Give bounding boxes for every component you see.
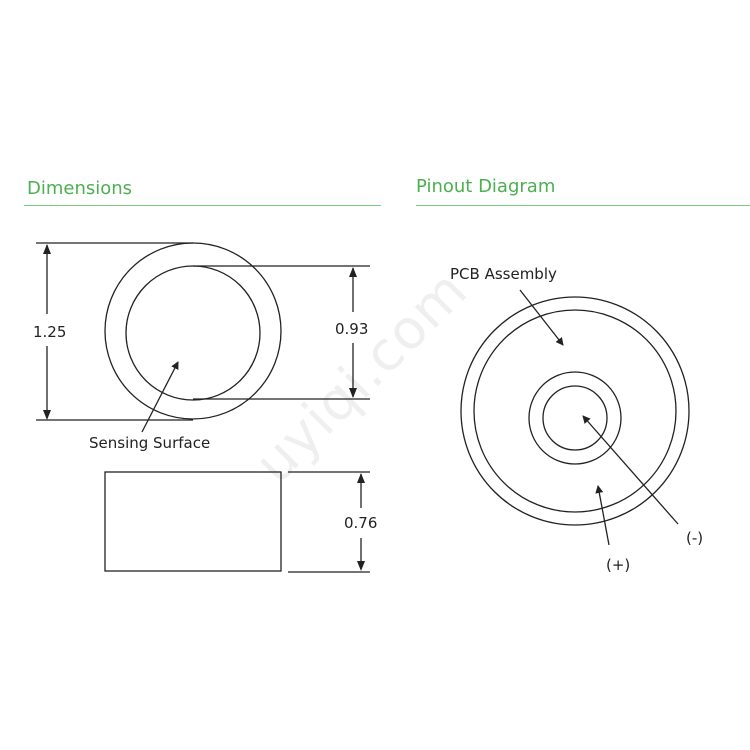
sensing-surface-leader xyxy=(141,361,179,433)
height-label: 0.76 xyxy=(344,514,377,532)
sensing-surface-label: Sensing Surface xyxy=(89,434,210,452)
pinout-title: Pinout Diagram xyxy=(416,176,556,197)
pinout-outer-circle xyxy=(460,296,690,526)
arrowhead-0-93-bottom xyxy=(349,388,357,398)
dimensions-divider xyxy=(24,205,381,206)
pcb-assembly-leader xyxy=(519,289,564,346)
outer-diameter-label: 1.25 xyxy=(33,323,66,341)
pinout-view xyxy=(460,289,690,546)
dimensions-side-view xyxy=(104,471,370,573)
pinout-positive-ring xyxy=(528,371,622,465)
arrowhead-0-93-top xyxy=(349,267,357,277)
negative-leader xyxy=(582,415,679,525)
positive-leader xyxy=(595,485,610,546)
outer-circle xyxy=(104,242,282,420)
positive-terminal-label: (+) xyxy=(606,556,630,574)
dimensions-title: Dimensions xyxy=(27,178,133,199)
inner-diameter-label: 0.93 xyxy=(335,320,368,338)
pcb-assembly-label: PCB Assembly xyxy=(450,265,557,283)
side-view-body xyxy=(104,471,282,572)
inner-circle xyxy=(125,265,261,401)
arrowhead-1-25-bottom xyxy=(43,410,51,420)
negative-terminal-label: (-) xyxy=(686,529,703,547)
pinout-divider xyxy=(416,205,750,206)
dimension-arrowheads xyxy=(43,244,365,571)
dimensions-top-view xyxy=(36,242,370,433)
arrowhead-1-25-top xyxy=(43,244,51,254)
pinout-negative-contact xyxy=(542,385,608,451)
pinout-pcb-ring xyxy=(473,309,677,513)
